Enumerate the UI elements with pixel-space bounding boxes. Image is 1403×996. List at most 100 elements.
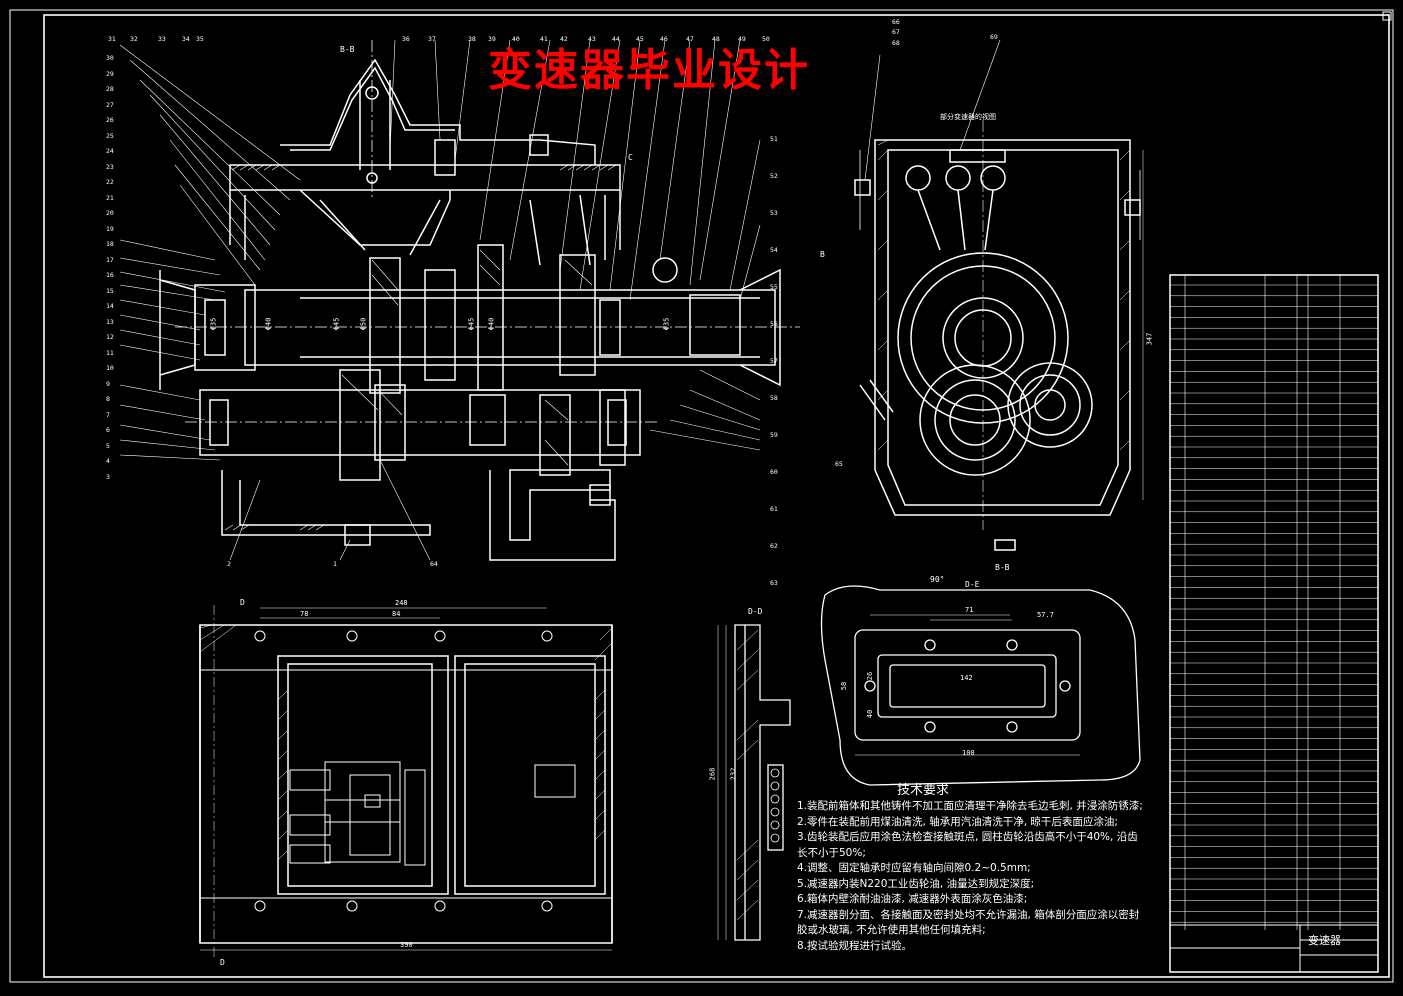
shaft-diameter-label: Φ50 [359, 317, 368, 331]
part-balloon: 63 [770, 579, 778, 587]
shaft-diameter-label: Φ45 [332, 317, 341, 331]
part-balloon: 13 [106, 317, 114, 326]
tech-requirement-line: 8.按试验规程进行试验。 [797, 939, 913, 952]
part-balloon: 38 [468, 35, 476, 43]
section-label-b: B [820, 250, 825, 259]
part-balloon: 43 [588, 35, 596, 43]
part-balloon: 18 [106, 240, 114, 248]
dim-84: 84 [392, 610, 401, 618]
part-balloon: 46 [660, 35, 668, 43]
part-balloon: 25 [106, 131, 114, 140]
part-balloon: 42 [560, 35, 568, 43]
part-balloon: 41 [540, 35, 548, 43]
part-balloon: 64 [430, 560, 438, 568]
part-balloon: 7 [106, 410, 110, 419]
part-balloon: 14 [106, 302, 114, 310]
part-balloon: 31 [108, 35, 116, 43]
part-balloon: 68 [892, 39, 900, 47]
section-label-de: D-E [965, 580, 980, 589]
part-balloon: 10 [106, 364, 114, 372]
dim-26: 26 [866, 671, 875, 681]
section-label-dd: D-D [748, 607, 763, 616]
part-balloon: 28 [106, 85, 114, 93]
title-block-name: 变速器 [1308, 934, 1341, 947]
section-label-c: C [628, 153, 633, 162]
section-label-bb-top: B-B [340, 45, 355, 54]
tech-requirement-line: 4.调整、固定轴承时应留有轴向间隙0.2~0.5mm; [797, 862, 1031, 874]
part-balloon: 37 [428, 35, 436, 43]
part-balloon: 6 [106, 426, 110, 434]
dim-100: 100 [962, 749, 975, 757]
tech-requirement-line: 3.齿轮装配后应用涂色法检查接触斑点, 圆柱齿轮沿齿高不小于40%, 沿齿 [797, 831, 1138, 843]
tech-requirement-line: 6.箱体内壁涂耐油油漆, 减速器外表面涂灰色油漆; [797, 893, 1028, 905]
part-balloon: 33 [158, 35, 166, 43]
section-label-bb-right: B-B [995, 563, 1010, 572]
part-balloon: 12 [106, 333, 114, 341]
part-balloon: 61 [770, 505, 778, 513]
shaft-diameter-label: Φ40 [264, 317, 273, 331]
part-balloon: 27 [106, 100, 114, 109]
part-balloon: 26 [106, 116, 114, 124]
part-balloon: 53 [770, 209, 778, 217]
dim-232: 232 [729, 767, 738, 781]
part-balloon: 44 [612, 35, 620, 43]
tech-requirements-title: 技术要求 [897, 783, 950, 798]
part-balloon: 49 [738, 35, 746, 43]
part-balloon: 66 [892, 18, 900, 26]
part-balloon: 21 [106, 193, 114, 202]
part-balloon: 9 [106, 379, 110, 388]
tech-requirement-line: 1.装配前箱体和其他铸件不加工面应清理干净除去毛边毛刺, 并浸涂防锈漆; [797, 800, 1143, 812]
section-label-d-top: D [240, 598, 245, 607]
dim-78: 78 [300, 610, 309, 618]
dim-71: 71 [965, 606, 974, 614]
part-balloon: 34 [182, 35, 190, 43]
part-balloon: 47 [686, 35, 694, 43]
part-balloon: 15 [106, 286, 114, 295]
part-balloon: 24 [106, 147, 114, 155]
part-balloon: 20 [106, 209, 114, 217]
part-balloon: 19 [106, 224, 114, 233]
dim-57-7: 57.7 [1037, 611, 1054, 619]
part-balloon: 50 [762, 35, 770, 43]
tech-requirement-line: 胶或水玻璃, 不允许使用其他任何填充料; [797, 924, 986, 936]
tech-requirement-line: 2.零件在装配前用煤油清洗, 轴承用汽油清洗干净, 晾干后表面应涂油; [797, 815, 1118, 828]
part-balloon: 48 [712, 35, 720, 43]
shaft-diameter-label: Φ35 [209, 317, 218, 331]
dim-390: 390 [400, 941, 413, 949]
part-balloon: 4 [106, 457, 110, 465]
dim-347: 347 [1145, 332, 1154, 346]
drawing-title: 变速器毕业设计 [488, 45, 810, 96]
tech-requirement-line: 长不小于50%; [797, 846, 866, 859]
part-balloon: 32 [130, 35, 138, 43]
dim-268: 268 [708, 767, 717, 781]
part-balloon: 22 [106, 178, 114, 186]
part-balloon: 45 [636, 35, 644, 43]
tech-requirements-list: 1.装配前箱体和其他铸件不加工面应清理干净除去毛边毛刺, 并浸涂防锈漆; 2.零件… [797, 799, 1169, 954]
part-balloon: 58 [770, 394, 778, 402]
part-balloon: 54 [770, 246, 778, 254]
right-side-view [854, 39, 1144, 551]
part-balloon: 16 [106, 271, 114, 279]
part-balloon: 55 [770, 283, 778, 291]
part-balloon: 62 [770, 542, 778, 550]
dim-142: 142 [960, 674, 973, 682]
part-balloon: 36 [402, 35, 410, 43]
dd-side-view [717, 624, 791, 941]
plan-view [199, 605, 613, 960]
dim-40: 40 [866, 709, 875, 719]
part-balloon: 23 [106, 162, 114, 171]
part-balloon: 59 [770, 431, 778, 439]
part-balloon: 51 [770, 135, 778, 143]
section-label-d-bottom: D [220, 958, 225, 967]
shaft-diameter-label: Φ45 [467, 317, 476, 331]
part-balloon: 57 [770, 357, 778, 365]
part-balloon: 65 [835, 460, 843, 468]
parts-table [1169, 274, 1379, 973]
shaft-diameter-label: Φ40 [487, 317, 496, 331]
main-section-view [119, 39, 800, 561]
part-balloon: 60 [770, 468, 778, 476]
right-view-title: 部分变速器的视图 [940, 113, 996, 121]
part-balloon: 30 [106, 54, 114, 62]
